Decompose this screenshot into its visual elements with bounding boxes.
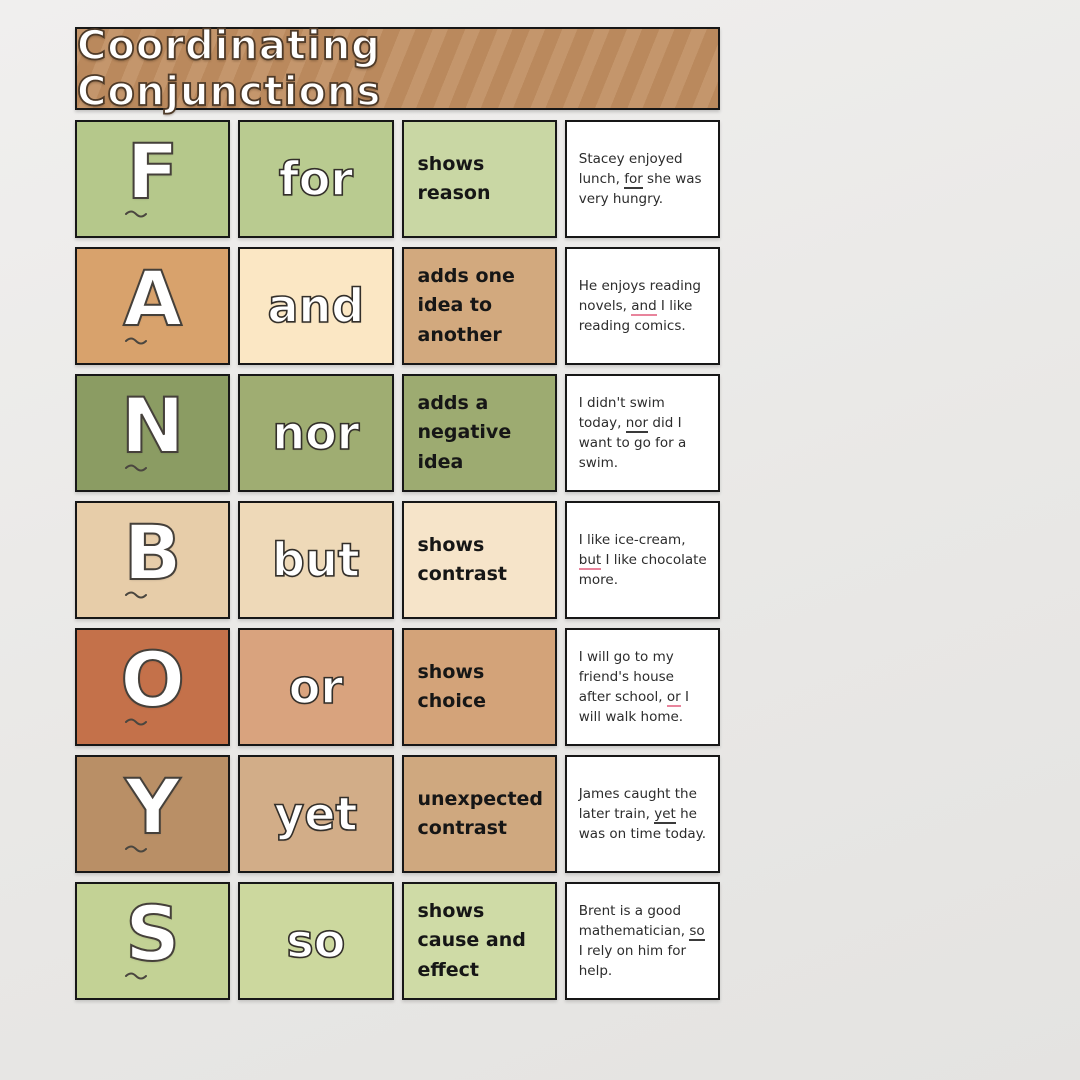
example-after: I like chocolate more. xyxy=(578,551,707,589)
example-conjunction: but xyxy=(578,551,602,570)
example-conjunction: so xyxy=(689,922,705,941)
example-cell: I will go to my friend's house after sch… xyxy=(564,628,720,746)
meaning-text: shows contrast xyxy=(417,533,508,585)
letter-text: N xyxy=(120,380,186,470)
conjunction-word: but xyxy=(271,532,360,588)
conjunction-word: and xyxy=(267,278,365,334)
meaning-cell: shows reason xyxy=(401,120,557,238)
meaning-cell: unexpected contrast xyxy=(401,755,557,873)
letter-cell: S xyxy=(75,882,231,1000)
meaning-text: adds one idea to another xyxy=(417,264,515,346)
example-cell: James caught the later train, yet he was… xyxy=(564,755,720,873)
conjunction-row-so: S so shows cause and effect Brent is a g… xyxy=(75,882,720,1000)
letter-text: F xyxy=(126,126,180,216)
example-text: I didn't swim today, nor did I want to g… xyxy=(579,393,708,474)
meaning-text: adds a negative idea xyxy=(417,391,512,473)
word-cell: yet xyxy=(238,755,394,873)
example-before: I like ice-cream, xyxy=(578,531,686,548)
meaning-cell: adds one idea to another xyxy=(401,247,557,365)
example-after: I will walk home. xyxy=(578,689,689,726)
example-before: Brent is a good mathematician, xyxy=(578,902,690,939)
example-conjunction: nor xyxy=(625,414,649,433)
fanboys-poster: Coordinating Conjunctions F for shows re… xyxy=(75,22,720,1009)
letter-text: S xyxy=(124,888,181,978)
example-before: I didn't swim today, xyxy=(578,394,665,431)
conjunction-row-nor: N nor adds a negative idea I didn't swim… xyxy=(75,374,720,492)
letter-text: Y xyxy=(124,761,181,851)
example-text: He enjoys reading novels, and I like rea… xyxy=(579,276,708,337)
example-before: Stacey enjoyed lunch, xyxy=(578,150,683,187)
example-cell: Brent is a good mathematician, so I rely… xyxy=(564,882,720,1000)
example-after: I like reading comics. xyxy=(578,297,693,335)
example-text: James caught the later train, yet he was… xyxy=(579,784,708,845)
word-cell: but xyxy=(238,501,394,619)
example-text: I will go to my friend's house after sch… xyxy=(579,647,708,728)
letter-cell: F xyxy=(75,120,231,238)
conjunction-row-and: A and adds one idea to another He enjoys… xyxy=(75,247,720,365)
example-after: I rely on him for help. xyxy=(578,943,687,980)
squiggle-icon xyxy=(124,210,147,218)
conjunction-word: so xyxy=(286,913,347,969)
poster-header: Coordinating Conjunctions xyxy=(75,22,720,115)
letter-cell: B xyxy=(75,501,231,619)
squiggle-icon xyxy=(124,972,147,980)
conjunction-row-for: F for shows reason Stacey enjoyed lunch,… xyxy=(75,120,720,238)
example-conjunction: for xyxy=(624,170,643,189)
example-conjunction: and xyxy=(631,297,657,316)
word-cell: so xyxy=(238,882,394,1000)
word-cell: or xyxy=(238,628,394,746)
meaning-cell: shows contrast xyxy=(401,501,557,619)
example-cell: I didn't swim today, nor did I want to g… xyxy=(564,374,720,492)
example-after: she was very hungry. xyxy=(578,170,702,208)
example-before: He enjoys reading novels, xyxy=(578,277,701,314)
example-cell: I like ice-cream, but I like chocolate m… xyxy=(564,501,720,619)
conjunction-row-or: O or shows choice I will go to my friend… xyxy=(75,628,720,746)
example-conjunction: or xyxy=(666,689,681,707)
word-cell: nor xyxy=(238,374,394,492)
meaning-cell: shows cause and effect xyxy=(401,882,557,1000)
letter-cell: A xyxy=(75,247,231,365)
conjunction-word: yet xyxy=(273,786,358,842)
example-conjunction: yet xyxy=(654,805,676,824)
conjunction-word: or xyxy=(288,659,344,715)
letter-cell: O xyxy=(75,628,231,746)
letter-text: B xyxy=(123,507,183,597)
squiggle-icon xyxy=(124,591,147,599)
letter-text: O xyxy=(119,634,186,724)
example-before: James caught the later train, xyxy=(578,785,697,822)
squiggle-icon xyxy=(124,337,147,345)
squiggle-icon xyxy=(124,845,147,853)
conjunction-word: for xyxy=(278,151,354,207)
example-text: Brent is a good mathematician, so I rely… xyxy=(579,901,708,982)
meaning-text: shows reason xyxy=(417,152,491,204)
word-cell: for xyxy=(238,120,394,238)
letter-cell: Y xyxy=(75,755,231,873)
example-cell: Stacey enjoyed lunch, for she was very h… xyxy=(564,120,720,238)
example-after: did I want to go for a swim. xyxy=(578,414,687,472)
meaning-text: shows choice xyxy=(417,660,487,712)
meaning-cell: shows choice xyxy=(401,628,557,746)
example-before: I will go to my friend's house after sch… xyxy=(578,648,674,706)
meaning-text: unexpected contrast xyxy=(417,787,544,839)
letter-text: A xyxy=(122,253,183,343)
squiggle-icon xyxy=(124,718,147,726)
conjunction-row-but: B but shows contrast I like ice-cream, b… xyxy=(75,501,720,619)
meaning-cell: adds a negative idea xyxy=(401,374,557,492)
conjunction-word: nor xyxy=(272,405,361,461)
example-text: Stacey enjoyed lunch, for she was very h… xyxy=(579,149,708,210)
letter-cell: N xyxy=(75,374,231,492)
poster-title: Coordinating Conjunctions xyxy=(76,22,382,116)
meaning-text: shows cause and effect xyxy=(417,899,526,981)
example-text: I like ice-cream, but I like chocolate m… xyxy=(578,530,708,591)
conjunction-row-yet: Y yet unexpected contrast James caught t… xyxy=(75,755,720,873)
word-cell: and xyxy=(238,247,394,365)
example-cell: He enjoys reading novels, and I like rea… xyxy=(564,247,720,365)
squiggle-icon xyxy=(124,464,147,472)
example-after: he was on time today. xyxy=(578,805,707,843)
